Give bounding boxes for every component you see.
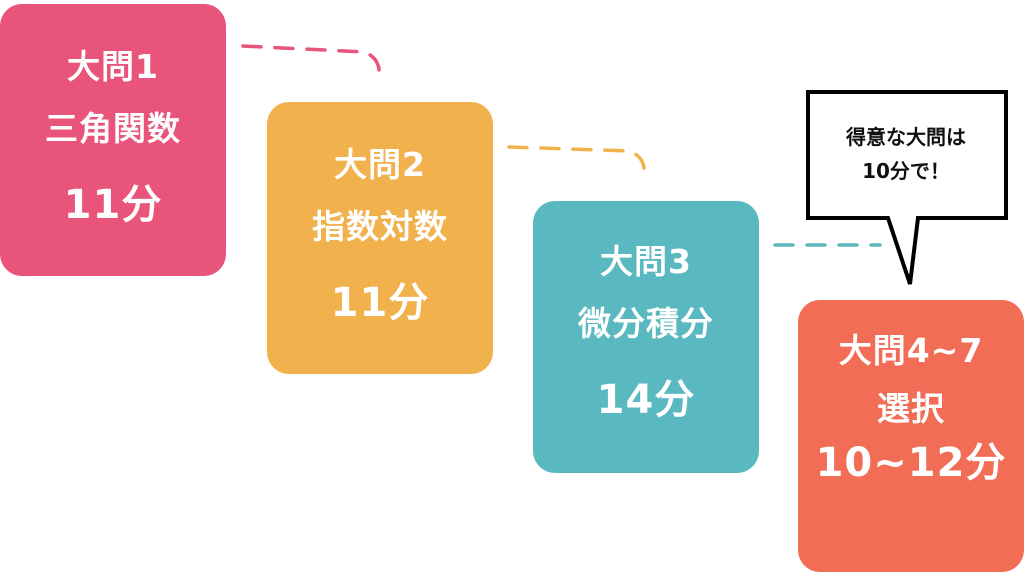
step-time: 11分 bbox=[63, 182, 163, 228]
step-topic: 指数対数 bbox=[312, 207, 448, 246]
step-topic: 三角関数 bbox=[45, 109, 181, 148]
step-title: 大問4~7 bbox=[838, 331, 984, 370]
step-time: 11分 bbox=[330, 280, 430, 326]
step-card-3: 大問3 微分積分 14分 bbox=[533, 201, 759, 473]
connector-1-2 bbox=[241, 44, 381, 72]
step-title: 大問2 bbox=[334, 145, 426, 184]
step-card-4: 大問4~7 選択 10~12分 bbox=[798, 300, 1024, 572]
callout-line-2: 10分で！ bbox=[862, 159, 950, 183]
connector-2-3 bbox=[507, 145, 646, 170]
step-topic: 選択 bbox=[877, 389, 945, 428]
step-title: 大問3 bbox=[600, 242, 692, 281]
step-time: 14分 bbox=[596, 377, 696, 423]
step-topic: 微分積分 bbox=[578, 304, 714, 343]
step-time: 10~12分 bbox=[815, 440, 1007, 486]
step-title: 大問1 bbox=[67, 47, 159, 86]
callout-line-1: 得意な大問は bbox=[846, 125, 966, 149]
speech-bubble bbox=[806, 90, 1008, 285]
step-card-2: 大問2 指数対数 11分 bbox=[267, 102, 493, 374]
callout-text: 得意な大問は 10分で！ bbox=[808, 120, 1004, 188]
step-card-1: 大問1 三角関数 11分 bbox=[0, 4, 226, 276]
